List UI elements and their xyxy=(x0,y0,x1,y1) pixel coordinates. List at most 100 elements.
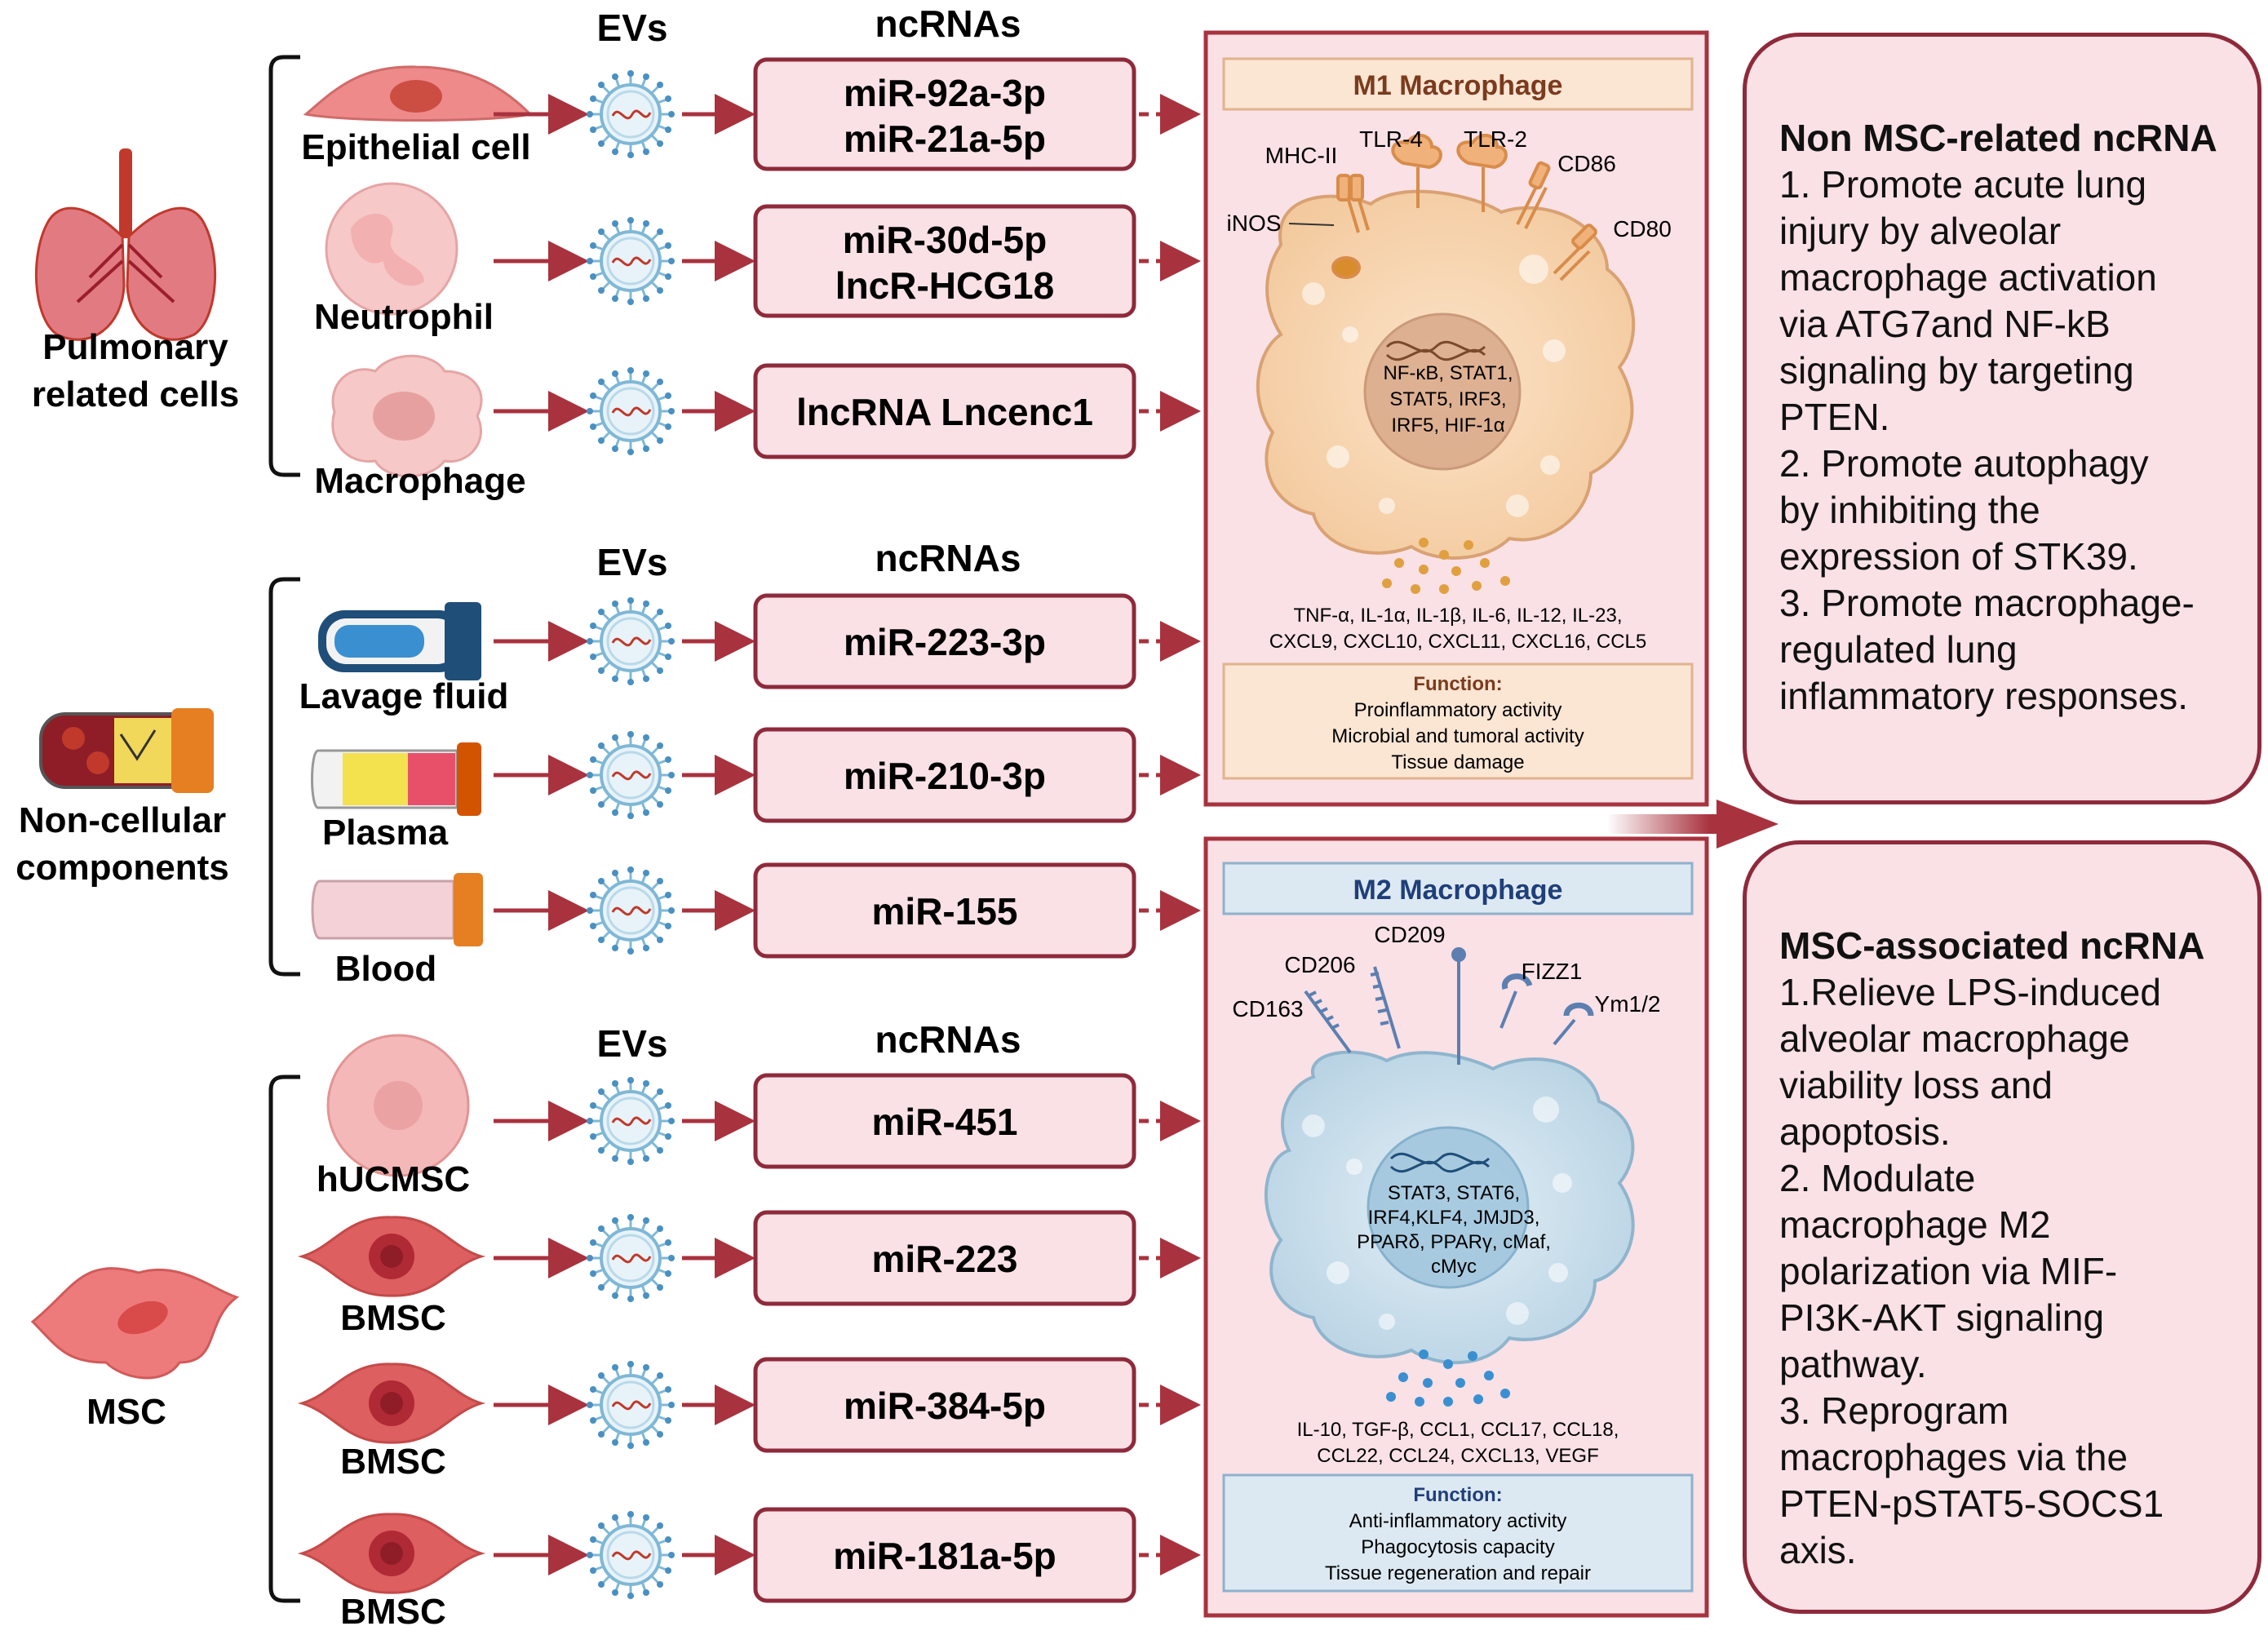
m2-title: M2 Macrophage xyxy=(1353,875,1563,906)
ev-vesicle-icon xyxy=(585,215,676,307)
bmsc-cell-icon xyxy=(300,1513,483,1594)
plasma-tube-icon xyxy=(311,742,481,816)
ncrnas-header: ncRNAs xyxy=(875,1018,1021,1061)
ncrna-box xyxy=(753,862,1136,959)
group-bracket xyxy=(268,55,300,477)
receptor-label: TLR-4 xyxy=(1359,126,1423,152)
m1-vesicles xyxy=(1302,255,1566,517)
group-label: Non-cellular xyxy=(19,800,226,840)
ncrna-label: lncRNA Lncenc1 xyxy=(796,391,1093,433)
receptor-label: CD206 xyxy=(1284,952,1355,977)
flow-rows: miR-92a-3pmiR-21a-5pmiR-30d-5plncR-HCG18… xyxy=(494,57,1201,1603)
ncrna-box xyxy=(753,204,1136,318)
evs-header: EVs xyxy=(597,541,668,583)
m2-function-title: Function: xyxy=(1413,1484,1502,1506)
evs-header: EVs xyxy=(597,7,668,49)
msc-cell-icon xyxy=(30,1267,240,1380)
m2-receptors xyxy=(1304,947,1594,1065)
hucmsc-cell-icon xyxy=(326,1034,470,1177)
m2-nucleus-text: IRF4,KLF4, JMJD3, xyxy=(1368,1207,1540,1229)
m2-function-box xyxy=(1222,1473,1694,1593)
ev-vesicle-icon xyxy=(585,366,676,457)
m2-title-box xyxy=(1222,862,1694,915)
ncrna-box xyxy=(753,1507,1136,1603)
ev-vesicle-icon xyxy=(585,1509,676,1601)
source-label: Plasma xyxy=(322,813,449,853)
ncrna-box xyxy=(753,727,1136,823)
m1-nucleus-text: NF-κB, STAT1, xyxy=(1383,362,1513,384)
m1-title: M1 Macrophage xyxy=(1353,70,1563,101)
ev-vesicle-icon xyxy=(585,1359,676,1451)
bmsc-cell-icon xyxy=(300,1362,483,1444)
receptor-label: iNOS xyxy=(1227,210,1282,236)
ncrna-box xyxy=(753,57,1136,171)
receptor-label: TLR-2 xyxy=(1464,126,1527,152)
ev-vesicle-icon xyxy=(585,1075,676,1167)
group-label: related cells xyxy=(32,374,239,414)
ncrna-box xyxy=(753,1210,1136,1306)
m1-function-title: Function: xyxy=(1413,673,1502,695)
receptor-label: CD80 xyxy=(1613,216,1672,241)
ev-vesicle-icon xyxy=(585,865,676,956)
ncrna-box xyxy=(753,1357,1136,1453)
epithelial-cell-icon xyxy=(303,65,534,122)
m2-cytokines: CCL22, CCL24, CXCL13, VEGF xyxy=(1317,1445,1598,1467)
ncrna-label: miR-181a-5p xyxy=(833,1535,1056,1577)
m1-function-line: Microbial and tumoral activity xyxy=(1331,725,1584,747)
m1-nucleus-text: STAT5, IRF3, xyxy=(1389,388,1506,410)
macrophage-icon xyxy=(331,354,483,478)
m1-receptors xyxy=(1331,134,1597,281)
group-bracket xyxy=(268,1074,300,1603)
m2-nucleus-text: STAT3, STAT6, xyxy=(1388,1182,1520,1204)
ncrna-label: miR-210-3p xyxy=(844,755,1046,797)
m2-function-line: Tissue regeneration and repair xyxy=(1325,1562,1591,1584)
m2-vesicles xyxy=(1302,1097,1572,1330)
source-label: Epithelial cell xyxy=(301,127,530,167)
ncrna-box xyxy=(753,363,1136,459)
neutrophil-icon xyxy=(325,182,458,316)
source-label: Lavage fluid xyxy=(299,676,509,716)
m2-cytokines: IL-10, TGF-β, CCL1, CCL17, CCL18, xyxy=(1297,1419,1619,1441)
ncrna-label: miR-384-5p xyxy=(844,1385,1046,1427)
ev-vesicle-icon xyxy=(585,729,676,821)
ncrna-label: miR-92a-3p xyxy=(844,72,1046,114)
ncrna-label: miR-223 xyxy=(872,1238,1018,1280)
receptor-label: FIZZ1 xyxy=(1522,959,1583,984)
m1-cytokines: CXCL9, CXCL10, CXCL11, CXCL16, CCL5 xyxy=(1269,631,1646,653)
ncrna-label: miR-223-3p xyxy=(844,621,1046,663)
ncrna-box xyxy=(753,593,1136,689)
ncrnas-header: ncRNAs xyxy=(875,537,1021,579)
source-label: hUCMSC xyxy=(317,1159,470,1199)
m1-nucleus-text: IRF5, HIF-1α xyxy=(1391,414,1504,436)
m2-nucleus-text: PPARδ, PPARγ, cMaf, xyxy=(1357,1231,1551,1253)
source-label: BMSC xyxy=(340,1298,446,1338)
receptor-label: CD209 xyxy=(1374,922,1445,947)
source-label: Blood xyxy=(335,949,437,989)
source-label: BMSC xyxy=(340,1442,446,1482)
blood-tube-icon xyxy=(39,708,214,793)
group-label: MSC xyxy=(86,1392,166,1432)
m1-title-box xyxy=(1222,57,1694,111)
receptor-label: Ym1/2 xyxy=(1595,991,1661,1017)
ev-vesicle-icon xyxy=(585,69,676,160)
ncrna-box xyxy=(753,1073,1136,1169)
dna-icon xyxy=(1389,1160,1491,1173)
m2-cytokine-dots xyxy=(1386,1349,1510,1407)
lungs-icon xyxy=(34,148,217,341)
source-label: Neutrophil xyxy=(314,297,494,337)
bmsc-cell-icon xyxy=(300,1216,483,1297)
m1-function-line: Proinflammatory activity xyxy=(1354,699,1562,721)
ncrna-label: miR-155 xyxy=(872,890,1018,933)
ncrnas-header: ncRNAs xyxy=(875,2,1021,45)
group-bracket xyxy=(268,577,300,977)
ncrna-label: lncR-HCG18 xyxy=(835,264,1054,307)
m2-function-line: Anti-inflammatory activity xyxy=(1349,1510,1567,1532)
receptor-label: CD163 xyxy=(1232,996,1303,1021)
receptor-label: CD86 xyxy=(1557,151,1616,176)
m2-nucleus-text: cMyc xyxy=(1431,1256,1477,1278)
m1-cytokines: TNF-α, IL-1α, IL-1β, IL-6, IL-12, IL-23, xyxy=(1293,605,1622,627)
evs-header: EVs xyxy=(597,1022,668,1065)
ncrna-label: miR-30d-5p xyxy=(843,219,1047,261)
m1-function-line: Tissue damage xyxy=(1391,751,1524,773)
dna-icon xyxy=(1385,348,1486,361)
